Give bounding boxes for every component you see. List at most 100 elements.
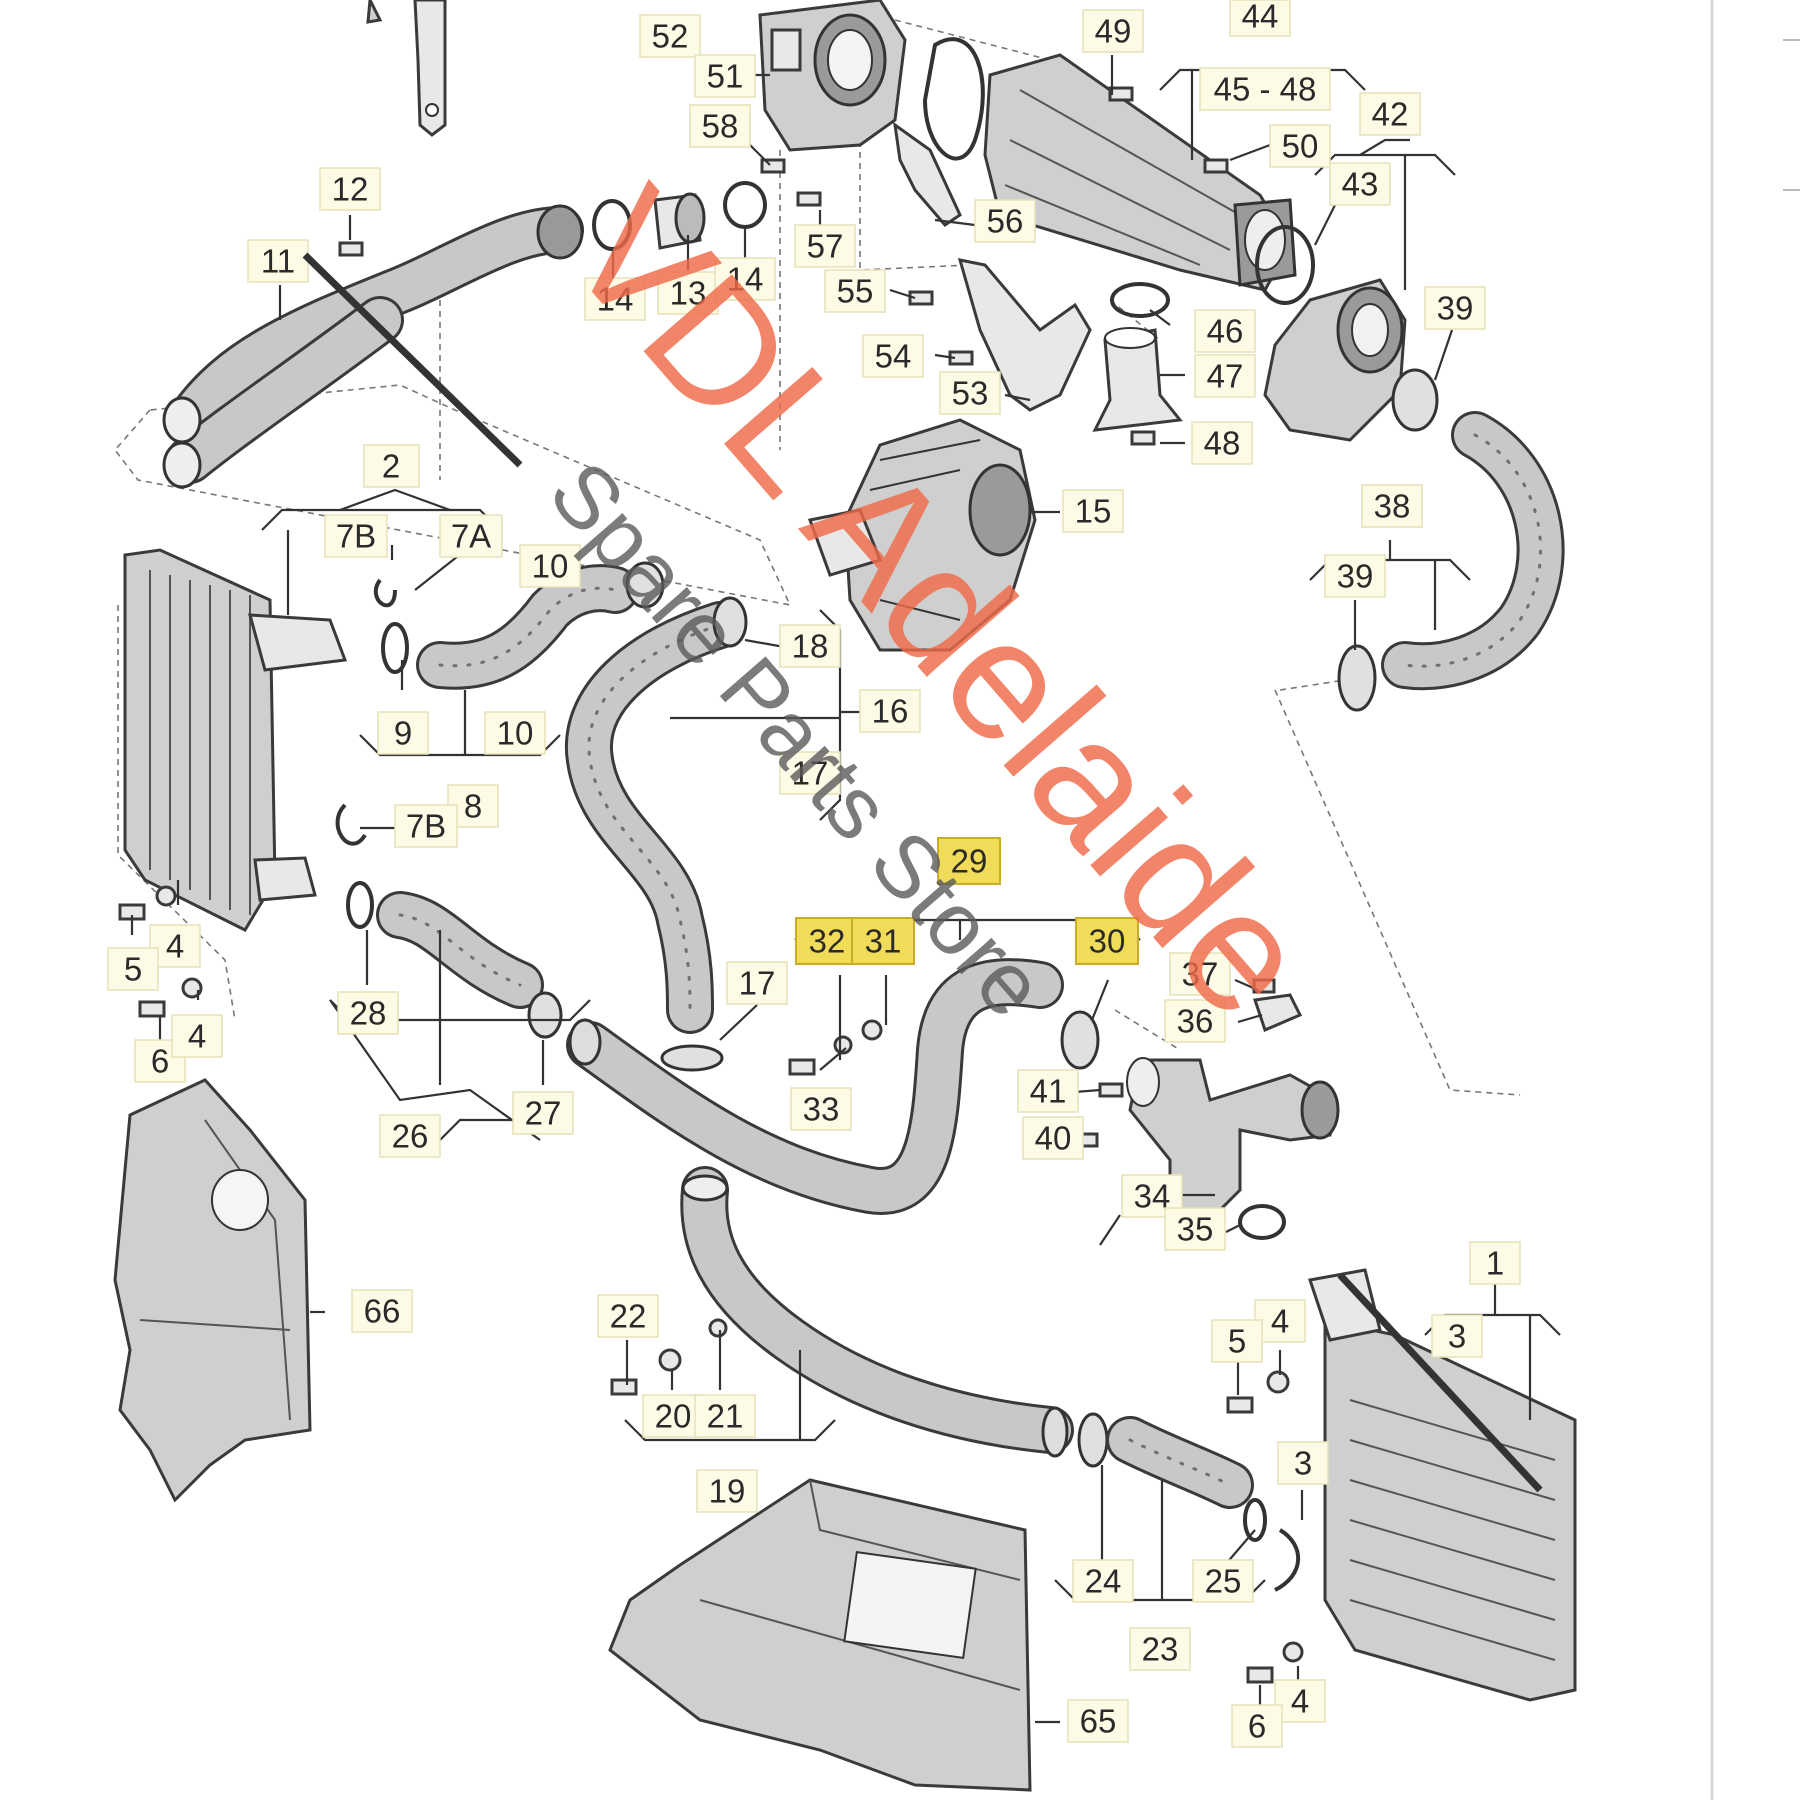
callout-35: 35 [1164,1207,1226,1251]
pipe-47 [1092,327,1183,432]
diagonal-slash-bottom [1337,1272,1543,1493]
callout-7A: 7A [439,514,503,558]
callout-3-top: 3 [1431,1314,1483,1358]
svg-text:35: 35 [1177,1211,1214,1248]
callout-6-left: 6 [134,1039,186,1083]
clamp-10 [625,561,665,609]
callout-5-right: 5 [1211,1319,1263,1363]
svg-text:49: 49 [1095,13,1132,50]
clip-7b-lower [335,803,367,846]
svg-text:4: 4 [188,1018,206,1055]
clamp-39 [1337,644,1377,712]
svg-text:23: 23 [1142,1631,1179,1668]
intercooler-right-1 [1308,1268,1577,1702]
svg-text:31: 31 [865,923,902,960]
svg-text:39: 39 [1437,290,1474,327]
svg-text:9: 9 [394,715,412,752]
clamp-24 [1077,1412,1109,1468]
callout-47: 47 [1194,354,1256,398]
callout-4-left-bottom: 4 [171,1014,223,1058]
svg-text:48: 48 [1204,425,1241,462]
svg-text:6: 6 [151,1043,169,1080]
callout-56: 56 [974,199,1036,243]
o-ring-35 [1238,1204,1286,1240]
clamp-18 [712,596,748,648]
svg-text:14: 14 [597,281,634,318]
callouts: 52 51 58 49 44 45 - 48 50 42 43 12 11 14… [107,0,1521,1748]
svg-text:45 - 48: 45 - 48 [1214,71,1317,108]
svg-text:32: 32 [809,923,846,960]
callout-22: 22 [597,1294,659,1338]
svg-text:4: 4 [1291,1683,1309,1720]
pipe-11 [162,204,584,489]
svg-text:34: 34 [1134,1178,1171,1215]
callout-11: 11 [247,239,309,283]
svg-text:66: 66 [364,1293,401,1330]
svg-text:56: 56 [987,203,1024,240]
svg-text:58: 58 [702,108,739,145]
svg-text:53: 53 [952,375,989,412]
svg-text:33: 33 [803,1091,840,1128]
svg-text:29: 29 [951,843,988,880]
o-ring-9 [381,622,409,674]
callout-44: 44 [1229,0,1291,37]
callout-26: 26 [379,1114,441,1158]
diagonal-slash-top [302,252,523,468]
callout-29: 29 [937,837,1001,885]
callout-4-right-top: 4 [1254,1299,1306,1343]
callout-50: 50 [1269,124,1331,168]
bracket-52 [366,0,447,137]
callout-40: 40 [1022,1116,1084,1160]
o-ring-25 [1243,1498,1267,1542]
callout-57: 57 [794,224,856,268]
leader-lines [130,55,1561,1724]
svg-text:26: 26 [392,1118,429,1155]
callout-17-mid: 17 [726,961,788,1005]
o-ring-28 [346,881,374,929]
svg-text:38: 38 [1374,488,1411,525]
intake-manifold-44 [983,53,1297,292]
hose-10 [416,564,639,690]
clip-7b [373,578,397,608]
callout-9: 9 [377,711,429,755]
callout-46: 46 [1194,309,1256,353]
callout-30: 30 [1075,917,1139,965]
callout-54: 54 [862,334,924,378]
svg-text:24: 24 [1085,1563,1122,1600]
svg-text:54: 54 [875,338,912,375]
callout-7B-top: 7B [324,514,388,558]
callout-39-mid: 39 [1324,554,1386,598]
svg-text:65: 65 [1080,1703,1117,1740]
svg-text:50: 50 [1282,128,1319,165]
callout-17-top: 17 [779,751,841,795]
svg-text:7A: 7A [451,518,491,555]
callout-10-mid: 10 [484,711,546,755]
svg-text:42: 42 [1372,96,1409,133]
bracket-53 [957,258,1092,412]
svg-text:21: 21 [707,1398,744,1435]
svg-text:44: 44 [1242,0,1279,35]
svg-text:14: 14 [727,261,764,298]
clamp-17 [660,1044,724,1072]
duct-65-edges [699,1479,1021,1691]
callout-31: 31 [851,917,915,965]
svg-text:19: 19 [709,1473,746,1510]
svg-text:10: 10 [497,715,534,752]
svg-text:57: 57 [807,228,844,265]
svg-text:27: 27 [525,1095,562,1132]
svg-text:17: 17 [739,965,776,1002]
bracket-56 [893,121,962,227]
callout-58: 58 [689,104,751,148]
svg-text:7B: 7B [336,518,376,555]
callout-37: 37 [1169,952,1231,996]
callout-27: 27 [512,1091,574,1135]
svg-text:55: 55 [837,273,874,310]
svg-text:4: 4 [1271,1303,1289,1340]
callout-12: 12 [319,167,381,211]
callout-45-48: 45 - 48 [1199,67,1331,111]
callout-53: 53 [939,371,1001,415]
callout-65: 65 [1067,1699,1129,1743]
callout-16: 16 [859,689,921,733]
clamp-39-top [1391,368,1439,432]
